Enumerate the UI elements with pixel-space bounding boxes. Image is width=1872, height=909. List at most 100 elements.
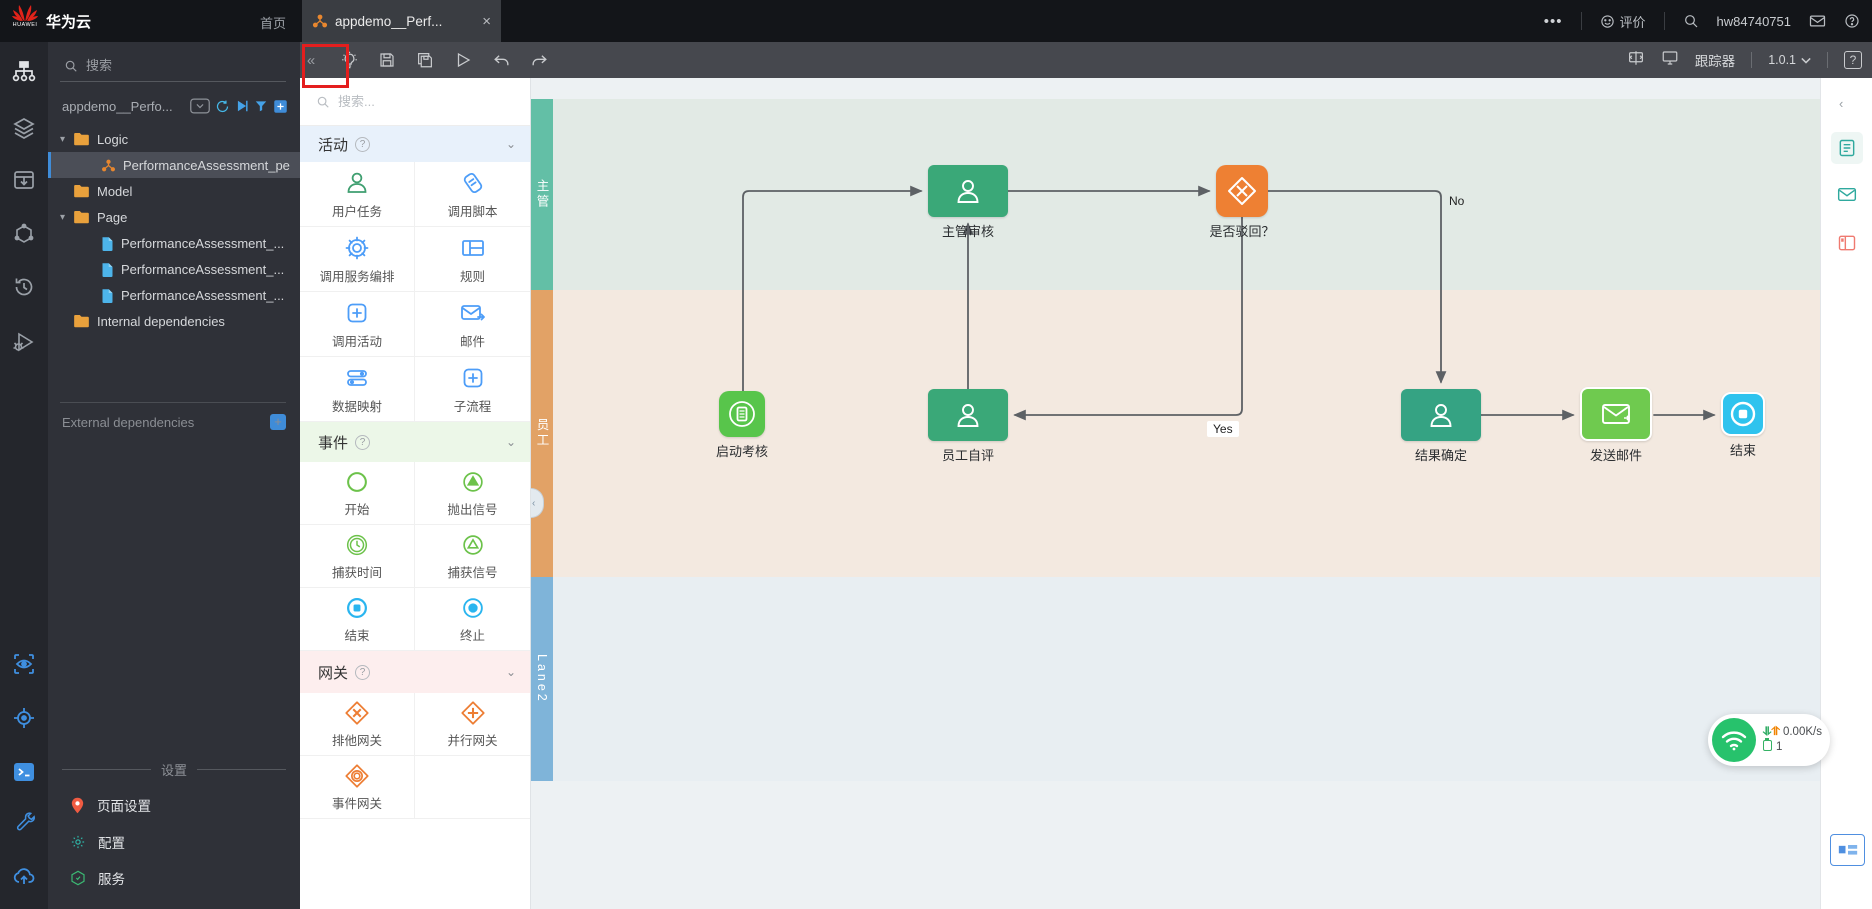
node-user-task-confirm[interactable] xyxy=(1401,389,1481,441)
lane-lane2-bar[interactable]: Lane2 xyxy=(531,577,553,781)
toolbar-help-icon[interactable]: ? xyxy=(1844,51,1862,69)
tree-item-model[interactable]: Model xyxy=(48,178,300,204)
refresh-icon[interactable] xyxy=(215,99,230,114)
redo-icon[interactable] xyxy=(520,42,558,78)
edge-label-yes[interactable]: Yes xyxy=(1207,421,1239,437)
tree-item-page-file[interactable]: PerformanceAssessment_... xyxy=(48,230,300,256)
service-item[interactable]: 服务 xyxy=(48,863,300,893)
app-root-row[interactable]: appdemo__Perfo... xyxy=(62,94,288,118)
chevron-down-icon[interactable]: ⌄ xyxy=(505,665,516,679)
more-menu-icon[interactable]: ••• xyxy=(1543,12,1563,30)
palette-item-rule[interactable]: 规则 xyxy=(415,227,530,292)
help-icon[interactable]: ? xyxy=(355,136,371,152)
inbox-install-icon[interactable] xyxy=(12,168,36,192)
layers-icon[interactable] xyxy=(12,116,36,140)
node-user-task-manager-review[interactable] xyxy=(928,165,1008,217)
palette-item-subprocess[interactable]: 子流程 xyxy=(415,357,530,422)
save-all-icon[interactable] xyxy=(406,42,444,78)
palette-item-catch-timer[interactable]: 捕获时间 xyxy=(300,525,415,588)
section-event[interactable]: 事件 ? ⌄ xyxy=(300,422,530,462)
run-flow-icon[interactable] xyxy=(444,42,482,78)
terminal-icon[interactable] xyxy=(12,760,36,784)
tree-item-logic[interactable]: ▾ Logic xyxy=(60,131,129,147)
palette-item-data-mapping[interactable]: 数据映射 xyxy=(300,357,415,422)
chevron-down-icon[interactable]: ⌄ xyxy=(505,435,516,449)
tab-close-icon[interactable]: × xyxy=(482,12,491,30)
tree-item-flow-selected[interactable]: PerformanceAssessment_pe xyxy=(48,152,300,178)
explorer-search[interactable] xyxy=(60,50,286,82)
palette-item-call-orchestration[interactable]: 调用服务编排 xyxy=(300,227,415,292)
lane-employee-bar[interactable]: 员工 xyxy=(531,290,553,577)
palette-item-catch-signal[interactable]: 捕获信号 xyxy=(415,525,530,588)
lane-manager-bg[interactable] xyxy=(553,99,1820,290)
expand-right-panel-icon[interactable]: ‹ xyxy=(1839,96,1844,111)
palette-item-parallel-gateway[interactable]: 并行网关 xyxy=(415,693,530,756)
sitemap-icon[interactable] xyxy=(12,60,36,84)
palette-item-terminate[interactable]: 终止 xyxy=(415,588,530,651)
node-gateway-reject[interactable] xyxy=(1216,165,1268,217)
add-icon[interactable] xyxy=(273,99,288,114)
filter-icon[interactable] xyxy=(254,99,268,113)
search-button[interactable] xyxy=(1683,13,1699,29)
mail-button[interactable] xyxy=(1809,14,1826,28)
cloud-upload-icon[interactable] xyxy=(12,864,36,888)
palette-item-call-activity[interactable]: 调用活动 xyxy=(300,292,415,357)
debug-run-icon[interactable] xyxy=(12,330,36,354)
node-send-mail[interactable] xyxy=(1580,387,1652,441)
section-gateway[interactable]: 网关 ? ⌄ xyxy=(300,651,530,693)
page-settings-item[interactable]: 页面设置 xyxy=(48,790,300,820)
help-icon[interactable]: ? xyxy=(355,664,371,680)
hint-lightbulb-icon[interactable] xyxy=(330,42,368,78)
monitor-icon[interactable] xyxy=(1661,49,1679,72)
app-actions-dropdown[interactable] xyxy=(190,98,210,114)
tree-item-page-file[interactable]: PerformanceAssessment_... xyxy=(48,282,300,308)
feedback-button[interactable]: 评价 xyxy=(1600,12,1646,31)
preview-eye-icon[interactable] xyxy=(12,652,36,676)
lane-lane2-bg[interactable] xyxy=(553,577,1820,781)
palette-item-start[interactable]: 开始 xyxy=(300,462,415,525)
save-icon[interactable] xyxy=(368,42,406,78)
node-end-event[interactable] xyxy=(1721,392,1765,436)
version-dropdown[interactable]: 1.0.1 xyxy=(1768,53,1811,67)
help-button[interactable] xyxy=(1844,13,1860,29)
history-icon[interactable] xyxy=(12,275,36,299)
lane-manager-bar[interactable]: 主管 xyxy=(531,99,553,290)
palette-item-event-gateway[interactable]: 事件网关 xyxy=(300,756,415,819)
palette-item-call-script[interactable]: 调用脚本 xyxy=(415,162,530,227)
node-start-event[interactable] xyxy=(719,391,765,437)
tree-item-internal-deps[interactable]: Internal dependencies xyxy=(48,308,300,334)
caret-icon[interactable]: ▾ xyxy=(60,133,66,145)
collapse-explorer-icon[interactable]: « xyxy=(306,51,316,69)
add-external-dep-button[interactable]: + xyxy=(270,414,286,430)
username[interactable]: hw84740751 xyxy=(1716,13,1791,29)
connector-hexagon-icon[interactable] xyxy=(12,222,36,246)
app-tab[interactable]: appdemo__Perf... × xyxy=(302,0,501,42)
palette-search[interactable] xyxy=(300,78,530,126)
tree-item-page[interactable]: ▾ Page xyxy=(60,209,128,225)
network-status-widget[interactable]: ⥥⥣ 0.00K/s 1 xyxy=(1708,714,1830,766)
minimap-toggle-button[interactable] xyxy=(1830,834,1865,866)
section-activity[interactable]: 活动 ? ⌄ xyxy=(300,126,530,162)
config-item[interactable]: 配置 xyxy=(48,827,300,857)
palette-search-input[interactable] xyxy=(338,94,498,109)
flow-canvas[interactable]: 主管 员工 Lane2 No Yes xyxy=(531,78,1820,909)
tracker-button[interactable]: 跟踪器 xyxy=(1694,54,1736,69)
mail-config-tab[interactable] xyxy=(1831,178,1863,210)
wrench-icon[interactable] xyxy=(12,810,36,834)
layout-panel-tab[interactable] xyxy=(1831,227,1863,259)
palette-item-mail[interactable]: 邮件 xyxy=(415,292,530,357)
undo-icon[interactable] xyxy=(482,42,520,78)
locate-target-icon[interactable] xyxy=(12,706,36,730)
explorer-search-input[interactable] xyxy=(86,58,256,73)
help-icon[interactable]: ? xyxy=(355,434,371,450)
palette-item-throw-signal[interactable]: 抛出信号 xyxy=(415,462,530,525)
node-user-task-self-review[interactable] xyxy=(928,389,1008,441)
edge-label-no[interactable]: No xyxy=(1449,194,1465,208)
caret-icon[interactable]: ▾ xyxy=(60,211,66,223)
properties-panel-tab[interactable] xyxy=(1831,132,1863,164)
home-link[interactable]: 首页 xyxy=(260,16,287,31)
palette-item-end[interactable]: 结束 xyxy=(300,588,415,651)
compare-versions-icon[interactable] xyxy=(1627,49,1645,72)
tree-item-page-file[interactable]: PerformanceAssessment_... xyxy=(48,256,300,282)
chevron-down-icon[interactable]: ⌄ xyxy=(505,137,516,151)
